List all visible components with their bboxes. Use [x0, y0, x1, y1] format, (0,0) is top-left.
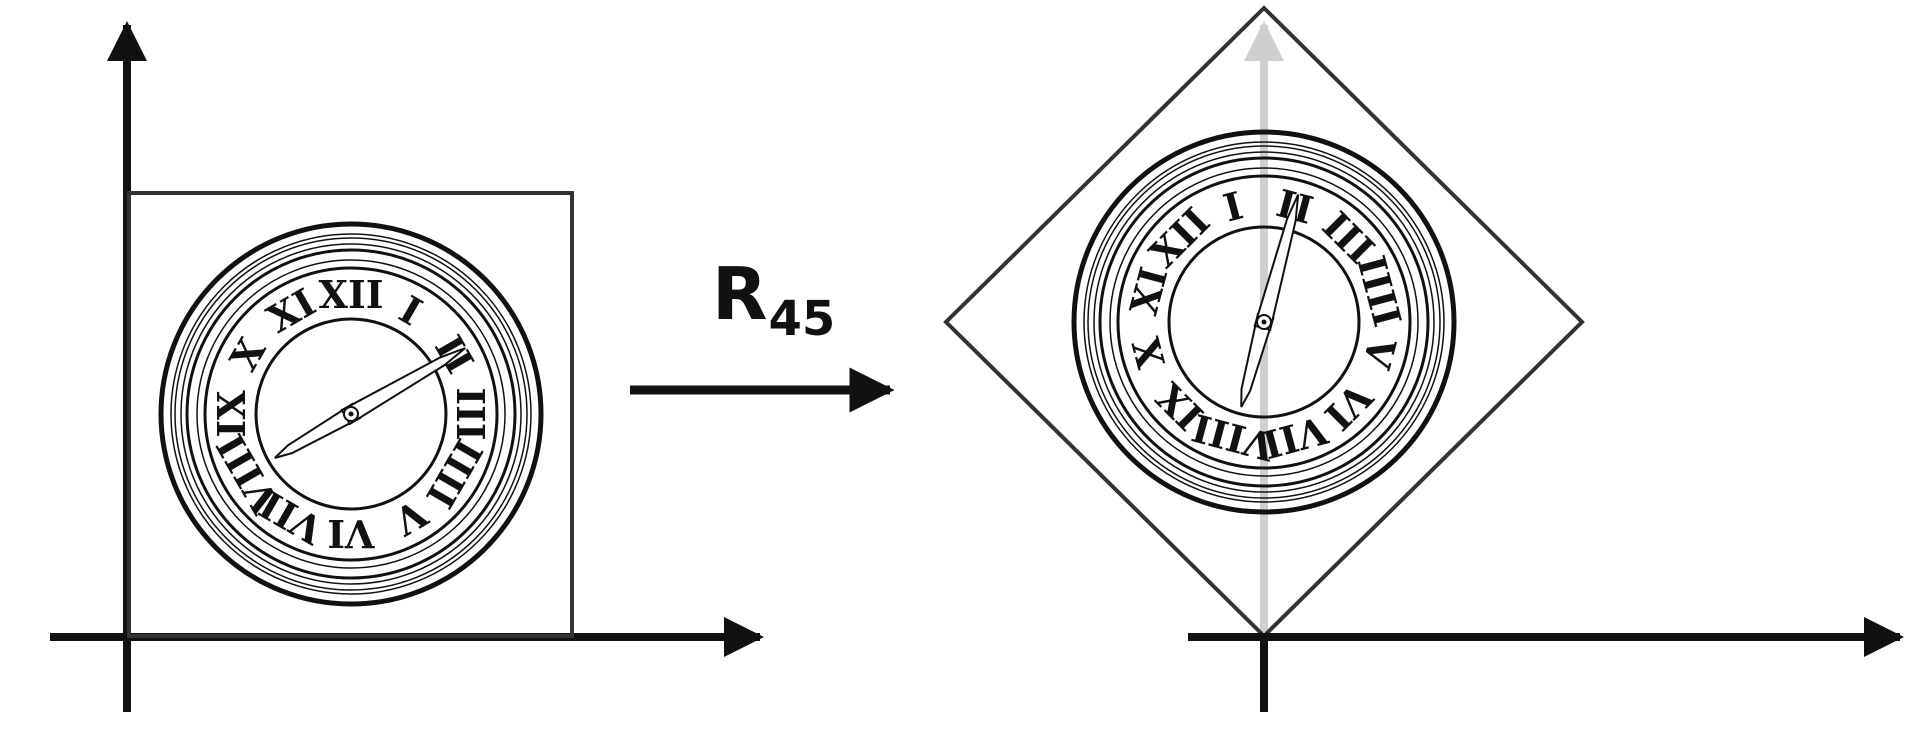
- clock-bezel-inner: [1109, 167, 1419, 477]
- clock-outer-rim: [158, 221, 544, 607]
- clock-numeral-i: I: [1219, 183, 1248, 231]
- clock-bezel-inner: [196, 259, 506, 569]
- clock-original: XIIIIIIIIIIIIVVIVIIVIIIIXXXI: [158, 221, 544, 607]
- clock-rim-line: [1087, 145, 1441, 499]
- clock-numeral-ring-inner: [254, 317, 448, 511]
- rotation-label-subscript: 45: [768, 291, 836, 347]
- clock-numeral-v: V: [1353, 332, 1405, 375]
- clock-bezel: [1098, 156, 1430, 488]
- clock-rim-line: [180, 243, 522, 585]
- clock-minute-hand: [340, 347, 466, 426]
- clock-numeral-xii: XII: [318, 272, 383, 317]
- clock-numeral-i: I: [392, 287, 430, 335]
- clock-numeral-ring-outer: [1116, 174, 1412, 470]
- rotation-label: R45: [712, 258, 835, 343]
- clock-rim-line: [1083, 141, 1445, 503]
- rotation-label-main: R: [712, 252, 768, 336]
- clock-center-dot: [1261, 319, 1267, 325]
- clock-numeral-xi: XI: [260, 279, 323, 342]
- clock-rotated: XIIIIIIIIIIIIVVIVIIVIIIIXXXI: [1071, 129, 1457, 515]
- clock-numeral-ring-outer: [203, 266, 499, 562]
- left-panel: XIIIIIIIIIIIIVVIVIIVIIIIXXXI: [50, 21, 764, 712]
- clock-rim-line: [174, 237, 528, 591]
- clock-minute-hand: [1253, 194, 1300, 332]
- clock-center-dot: [348, 411, 354, 417]
- clock-bezel: [185, 248, 517, 580]
- clock-numeral-vi: VI: [327, 511, 375, 556]
- clock-numeral-iiii: IIII: [417, 432, 492, 516]
- clock-outer-rim: [1071, 129, 1457, 515]
- clock-rim-line: [1093, 151, 1435, 493]
- clock-numeral-ring-inner: [1167, 225, 1361, 419]
- right-panel: XIIIIIIIIIIIIVVIVIIVIIIIXXXI: [943, 5, 1904, 712]
- clock-numeral-xii: XII: [1141, 199, 1219, 277]
- clock-numeral-iii: III: [448, 387, 493, 440]
- left-bounding-square: [127, 191, 574, 638]
- clock-rim-line: [170, 233, 532, 595]
- clock-numeral-ix: IX: [209, 390, 254, 438]
- clock-numeral-x: X: [1123, 332, 1174, 373]
